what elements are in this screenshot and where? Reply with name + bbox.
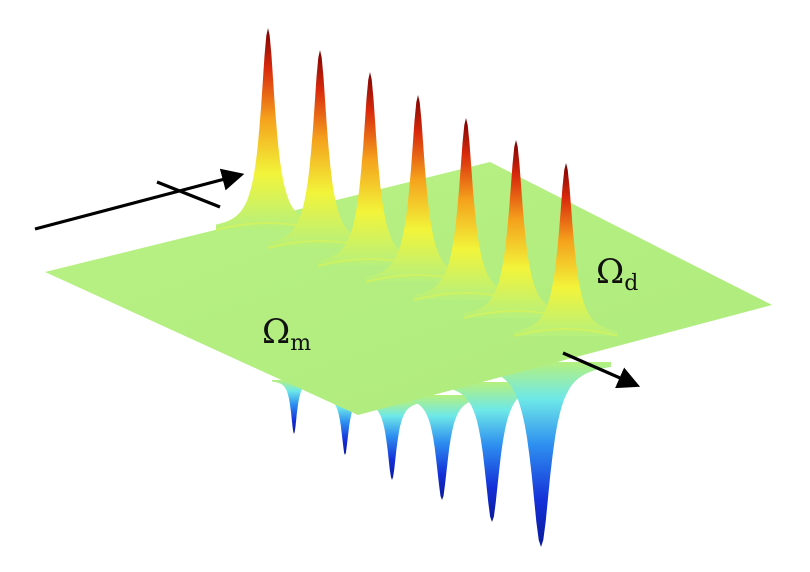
valley-5 bbox=[436, 382, 548, 522]
valley-2 bbox=[319, 395, 371, 455]
omega-m-label: Ωm bbox=[262, 312, 311, 356]
peak-4 bbox=[366, 95, 470, 282]
peak-ridge-7 bbox=[513, 328, 619, 337]
peak-3 bbox=[318, 72, 422, 266]
valley-1 bbox=[272, 380, 316, 434]
valley-4 bbox=[398, 395, 486, 500]
incoming-arrow bbox=[34, 168, 245, 231]
outgoing-arrow bbox=[562, 351, 641, 389]
peak-2 bbox=[268, 50, 372, 248]
peak-7 bbox=[514, 163, 618, 336]
peak-1 bbox=[216, 28, 320, 230]
peak-5 bbox=[414, 118, 518, 300]
omega-d-symbol: Ω bbox=[596, 252, 624, 292]
peak-6 bbox=[464, 140, 568, 318]
valley-6 bbox=[471, 362, 611, 547]
omega-d-label: Ωd bbox=[596, 252, 638, 296]
omega-d-subscript: d bbox=[624, 271, 638, 296]
omega-m-subscript: m bbox=[290, 331, 311, 356]
arrow-group bbox=[34, 168, 641, 389]
omega-m-symbol: Ω bbox=[262, 312, 290, 352]
valley-3 bbox=[358, 400, 426, 480]
valley-group bbox=[272, 362, 611, 547]
peak-group bbox=[215, 28, 619, 337]
incoming-arrow-tick bbox=[156, 180, 221, 209]
surface-sheet bbox=[45, 162, 772, 415]
